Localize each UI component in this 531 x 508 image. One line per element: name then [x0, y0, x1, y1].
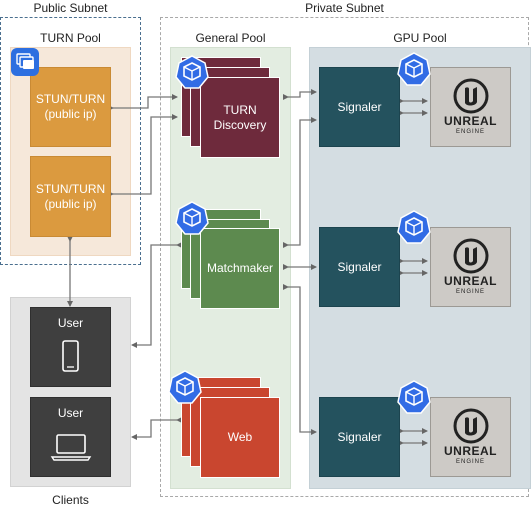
turn-pool-label: TURN Pool	[40, 31, 101, 45]
laptop-icon	[50, 434, 91, 461]
autoscaling-group-icon	[11, 48, 39, 76]
user-laptop-label: User	[57, 406, 84, 420]
link-matchmaker-clients	[131, 242, 182, 348]
web-label: Web	[227, 430, 253, 444]
unreal-word-3: UNREAL	[444, 443, 497, 458]
unreal-sub-2: ENGINE	[455, 288, 485, 295]
signaler-2-label: Signaler	[337, 259, 382, 274]
stun1-line2: (public ip)	[44, 107, 97, 121]
gpu-pool-label: GPU Pool	[393, 31, 447, 45]
unreal-engine-3: UNREAL ENGINE	[430, 397, 511, 477]
user-mobile: User	[30, 307, 111, 387]
stun2-line2: (public ip)	[44, 196, 97, 211]
kubernetes-pod-icon	[397, 52, 431, 86]
signaler-2: Signaler	[319, 227, 400, 307]
link-stun1-turn-discovery	[108, 94, 178, 111]
kubernetes-pod-icon	[175, 201, 209, 235]
link-web-clients	[131, 417, 182, 440]
matchmaker: Matchmaker	[200, 228, 280, 309]
turn-discovery: TURN Discovery	[200, 77, 280, 158]
unreal-logo-icon	[453, 78, 488, 114]
general-pool-label: General Pool	[195, 31, 266, 45]
kubernetes-pod-icon	[397, 210, 431, 244]
stun-turn-server-1: STUN/TURN (public ip)	[30, 67, 111, 147]
signaler-1-label: Signaler	[337, 99, 382, 114]
unreal-sub-1: ENGINE	[455, 128, 485, 135]
kubernetes-pod-icon	[168, 370, 202, 404]
signaler-3: Signaler	[319, 397, 400, 477]
kubernetes-pod-icon	[175, 55, 209, 89]
stun2-line1: STUN/TURN	[35, 181, 106, 196]
public-subnet-label: Public Subnet	[33, 1, 108, 15]
matchmaker-label: Matchmaker	[206, 261, 274, 275]
unreal-engine-1: UNREAL ENGINE	[430, 67, 511, 147]
user-mobile-label: User	[57, 316, 84, 330]
unreal-word-2: UNREAL	[444, 273, 497, 288]
signaler-1: Signaler	[319, 67, 400, 147]
link-matchmaker-signaler3	[283, 284, 317, 435]
unreal-logo-icon	[453, 238, 488, 274]
stun-turn-server-2: STUN/TURN (public ip)	[30, 156, 111, 237]
link-stun2-turn-discovery	[108, 114, 178, 197]
signaler-3-label: Signaler	[337, 429, 382, 444]
kubernetes-pod-icon	[397, 380, 431, 414]
unreal-logo-icon	[453, 408, 488, 444]
clients-pool-label: Clients	[52, 493, 89, 507]
unreal-engine-2: UNREAL ENGINE	[430, 227, 511, 307]
web: Web	[200, 397, 280, 478]
turn-discovery-line2: Discovery	[213, 117, 267, 132]
link-matchmaker-signaler1	[283, 117, 317, 248]
link-turn-discovery-signaler1	[283, 89, 317, 100]
unreal-sub-3: ENGINE	[455, 458, 485, 465]
mobile-phone-icon	[61, 340, 79, 372]
user-laptop: User	[30, 397, 111, 477]
unreal-word-1: UNREAL	[444, 113, 497, 128]
stun1-line1: STUN/TURN	[35, 92, 106, 106]
turn-discovery-line1: TURN	[223, 102, 257, 117]
private-subnet-label: Private Subnet	[305, 1, 384, 15]
